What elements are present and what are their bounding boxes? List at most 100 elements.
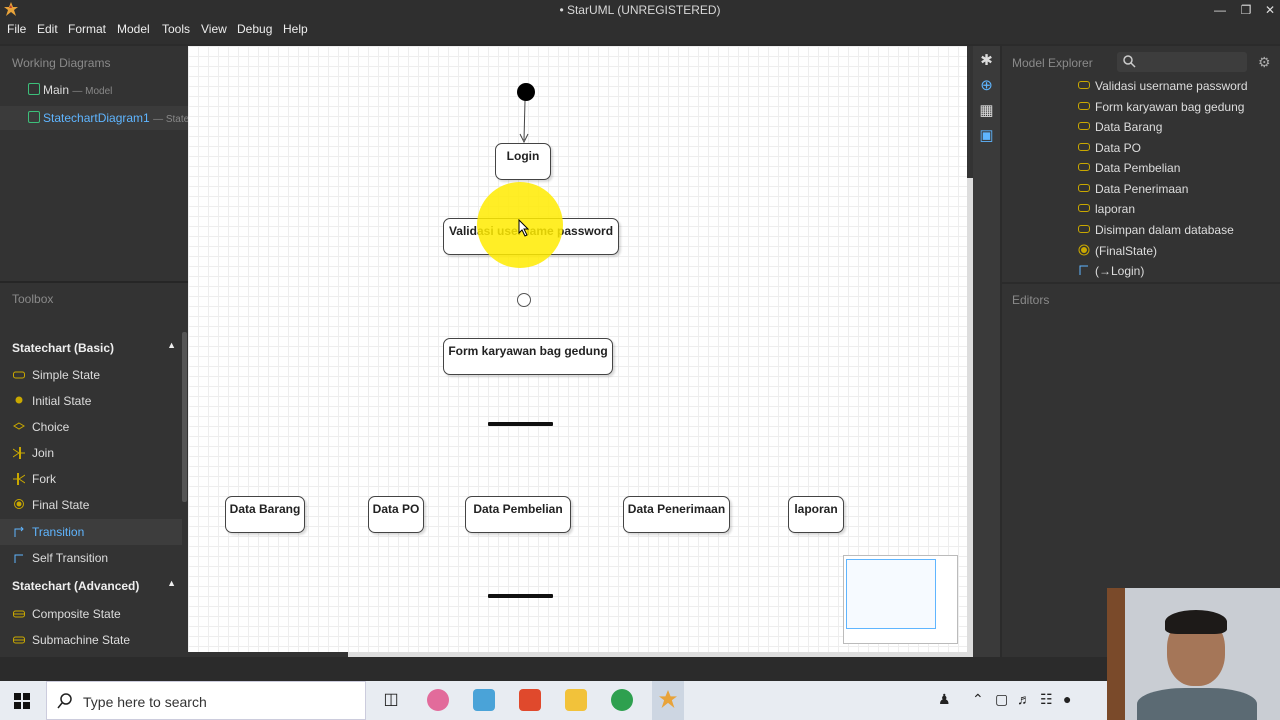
explorer-item[interactable]: Data Penerimaan [1078, 179, 1278, 199]
working-diagram-statechart[interactable]: StatechartDiagram1 — StateM [0, 106, 188, 130]
fork-bar[interactable] [488, 422, 553, 426]
chrome-icon[interactable] [611, 689, 633, 711]
explorer-item-label: Data PO [1095, 141, 1142, 155]
join-bar[interactable] [488, 594, 553, 598]
settings-gear-icon[interactable]: ⚙ [1258, 54, 1271, 70]
transition-icon [14, 526, 24, 537]
staruml-taskbar-icon[interactable] [652, 681, 684, 720]
menu-file[interactable]: File [7, 22, 27, 36]
windows-taskbar: Type here to search ◫ ♟ ⌃ ▢ ♬ ☷ ● [0, 681, 1280, 720]
right-icon-bar: ✱ ⊕ ▦ ▣ [973, 46, 1000, 657]
explorer-item[interactable]: Disimpan dalam database [1078, 220, 1278, 240]
task-view-icon[interactable]: ◫ [383, 691, 399, 708]
state-data-pembelian[interactable]: Data Pembelian [465, 496, 571, 533]
transition-arrow[interactable] [523, 100, 526, 141]
final-state-icon [1078, 244, 1090, 256]
window-title: • StarUML (UNREGISTERED) [559, 3, 721, 17]
working-diagrams-header: Working Diagrams [12, 56, 111, 70]
tool-composite-state[interactable]: Composite State [0, 601, 182, 627]
menu-view[interactable]: View [201, 22, 227, 36]
presentation-app-icon[interactable] [519, 689, 541, 711]
state-data-penerimaan[interactable]: Data Penerimaan [623, 496, 730, 533]
menu-format[interactable]: Format [68, 22, 107, 36]
state-data-barang[interactable]: Data Barang [225, 496, 305, 533]
canvas-horizontal-thumb[interactable] [188, 652, 348, 657]
staruml-logo-icon [4, 2, 18, 16]
menu-model[interactable]: Model [117, 22, 150, 36]
app-icon[interactable] [473, 689, 495, 711]
tray-chevron-icon[interactable]: ⌃ [972, 691, 984, 707]
canvas-vertical-scrollbar[interactable] [967, 46, 973, 657]
tool-choice[interactable]: Choice [0, 414, 182, 440]
panel-splitter[interactable] [0, 281, 188, 283]
search-icon [57, 693, 72, 709]
explorer-item[interactable]: Form karyawan bag gedung [1078, 97, 1278, 117]
explorer-item[interactable]: Data Barang [1078, 117, 1278, 137]
tool-submachine-state[interactable]: Submachine State [0, 627, 182, 653]
model-search-input[interactable] [1117, 52, 1247, 72]
taskbar-search-input[interactable]: Type here to search [46, 681, 366, 720]
canvas-horizontal-scrollbar[interactable] [348, 652, 967, 657]
diagram-minimap[interactable] [843, 555, 958, 644]
explorer-item[interactable]: (→Login) [1078, 261, 1278, 281]
layout-grid-icon[interactable]: ▦ [979, 102, 994, 119]
state-form-karyawan[interactable]: Form karyawan bag gedung [443, 338, 613, 375]
choice-icon [13, 422, 25, 430]
extension-puzzle-icon[interactable]: ✱ [980, 52, 993, 69]
record-icon[interactable]: ● [1063, 691, 1072, 707]
toolbox-section-advanced[interactable]: Statechart (Advanced) ▲ [0, 574, 182, 598]
tool-join[interactable]: Join [0, 440, 182, 466]
background-object [1107, 588, 1125, 720]
explorer-item[interactable]: laporan [1078, 199, 1278, 219]
navigator-crosshair-icon[interactable]: ⊕ [980, 77, 993, 94]
snipping-app-icon[interactable] [427, 689, 449, 711]
tool-simple-state[interactable]: Simple State [0, 362, 182, 388]
initial-state-node[interactable] [517, 83, 535, 101]
state-icon [1078, 225, 1090, 233]
section-title: Statechart (Basic) [12, 341, 115, 355]
transition-icon [1079, 265, 1088, 275]
explorer-item-label: Data Barang [1095, 120, 1163, 134]
tool-label: Self Transition [32, 551, 109, 565]
windows-start-icon[interactable] [14, 693, 30, 709]
menu-debug[interactable]: Debug [237, 22, 273, 36]
toolbox-section-basic[interactable]: Statechart (Basic) ▲ [0, 336, 182, 360]
close-icon[interactable]: ✕ [1264, 3, 1276, 17]
menu-tools[interactable]: Tools [162, 22, 191, 36]
tool-final-state[interactable]: Final State [0, 492, 182, 518]
toolbox-scrollbar[interactable] [182, 332, 187, 502]
staruml-star-icon [659, 690, 677, 708]
minimap-viewport[interactable] [846, 559, 936, 629]
tool-transition[interactable]: Transition [0, 519, 182, 545]
tool-label: Simple State [32, 368, 101, 382]
network-icon[interactable]: ☷ [1040, 691, 1053, 707]
state-login[interactable]: Login [495, 143, 551, 180]
battery-icon[interactable]: ▢ [995, 691, 1009, 707]
collapse-caret-icon[interactable]: ▲ [167, 340, 176, 350]
model-tree-icon[interactable]: ▣ [979, 127, 994, 144]
menu-help[interactable]: Help [283, 22, 308, 36]
explorer-item-label: Data Penerimaan [1095, 182, 1189, 196]
tool-self-transition[interactable]: Self Transition [0, 545, 182, 571]
diagram-canvas[interactable]: Login Validasi username password Form ka… [188, 46, 967, 653]
explorer-item[interactable]: Data Pembelian [1078, 158, 1278, 178]
volume-icon[interactable]: ♬ [1017, 691, 1031, 707]
menu-edit[interactable]: Edit [37, 22, 58, 36]
state-data-po[interactable]: Data PO [368, 496, 424, 533]
state-laporan[interactable]: laporan [788, 496, 844, 533]
canvas-vertical-thumb[interactable] [967, 46, 973, 178]
choice-node[interactable] [517, 293, 531, 307]
people-icon[interactable]: ♟ [938, 691, 951, 707]
collapse-caret-icon[interactable]: ▲ [167, 578, 176, 588]
explorer-item-label: (FinalState) [1095, 244, 1158, 258]
tool-initial-state[interactable]: Initial State [0, 388, 182, 414]
tool-label: Fork [32, 472, 56, 486]
file-explorer-icon[interactable] [565, 689, 587, 711]
working-diagram-main[interactable]: Main — Model [0, 78, 188, 102]
maximize-icon[interactable]: ❐ [1240, 3, 1252, 17]
minimize-icon[interactable]: — [1214, 3, 1226, 17]
tool-fork[interactable]: Fork [0, 466, 182, 492]
explorer-item[interactable]: Validasi username password [1078, 76, 1278, 96]
explorer-item[interactable]: Data PO [1078, 138, 1278, 158]
explorer-item[interactable]: (FinalState) [1078, 241, 1278, 261]
